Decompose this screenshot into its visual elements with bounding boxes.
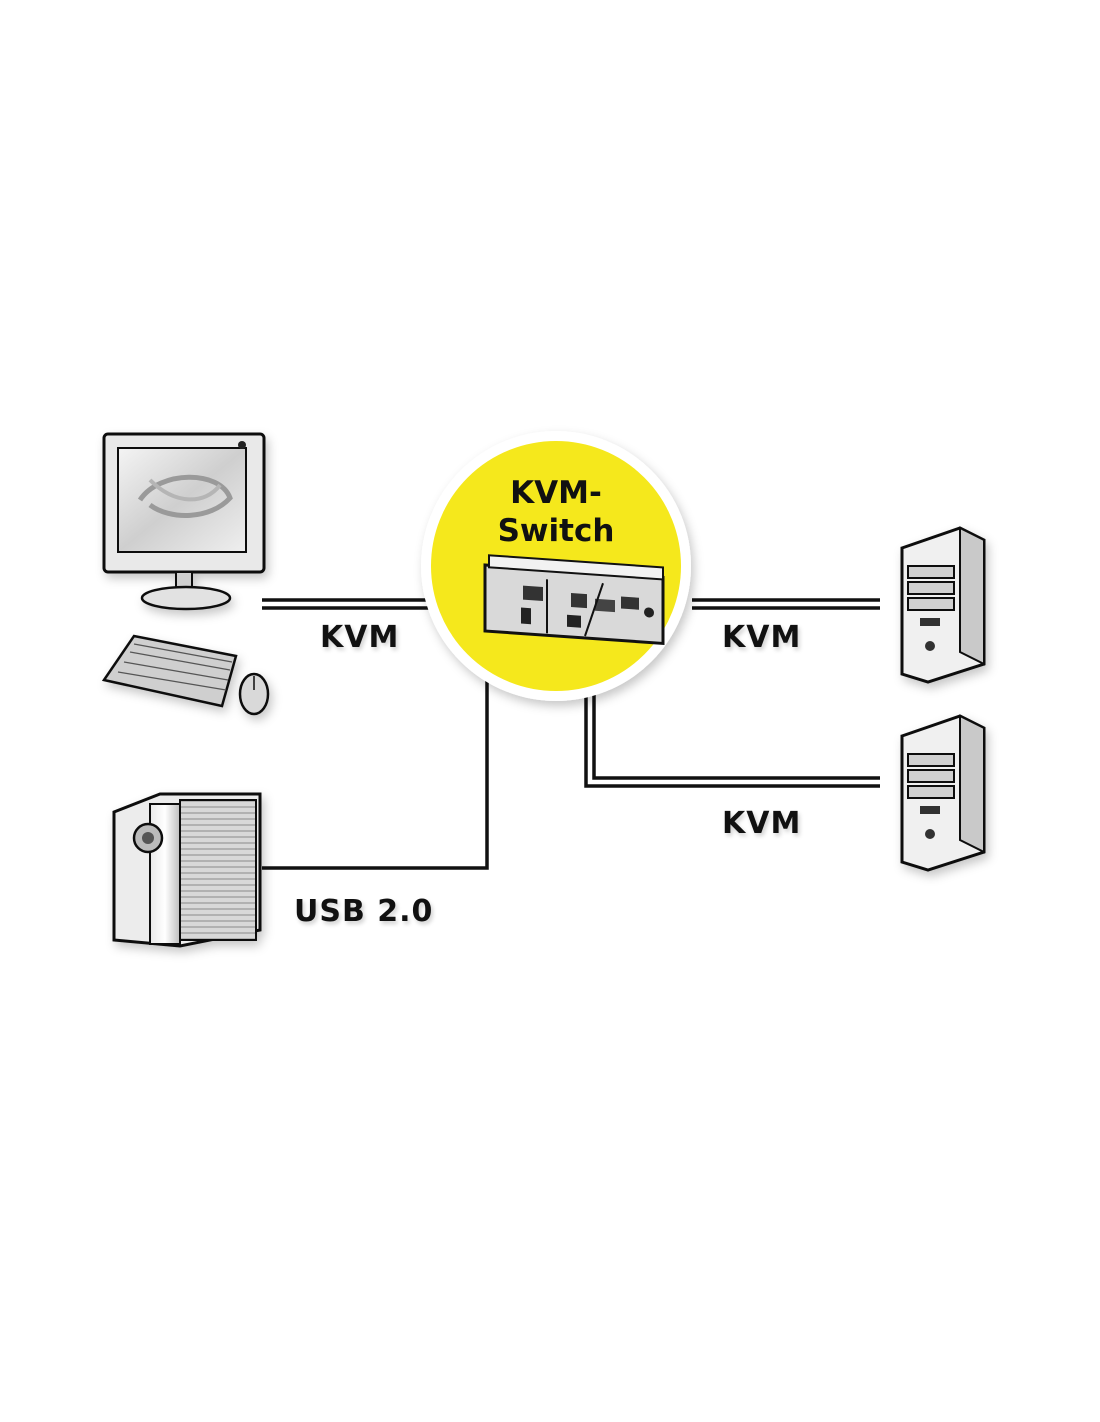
monitor-icon xyxy=(102,432,266,611)
hub-title-line2: Switch xyxy=(497,513,615,549)
pc1-link-line xyxy=(692,598,880,610)
keyboard-icon xyxy=(101,634,270,716)
storage-link-line xyxy=(262,672,489,870)
pc2-link-label: KVM xyxy=(722,806,802,841)
pc1-link-label: KVM xyxy=(722,620,802,655)
connection-lines xyxy=(262,598,880,870)
kvm-switch-device-icon xyxy=(483,554,665,646)
storage-link-label: USB 2.0 xyxy=(294,894,434,929)
kvm-switch-hub xyxy=(421,431,691,701)
console-link-line xyxy=(262,598,448,610)
hub-title: KVM- Switch xyxy=(446,474,666,550)
mouse-icon xyxy=(238,672,270,716)
external-storage-icon xyxy=(112,792,262,948)
hub-title-line1: KVM- xyxy=(510,475,602,511)
computer-tower-2-icon xyxy=(900,714,986,872)
pc2-link-line xyxy=(584,690,880,788)
computer-tower-1-icon xyxy=(900,526,986,684)
console-link-label: KVM xyxy=(320,620,400,655)
